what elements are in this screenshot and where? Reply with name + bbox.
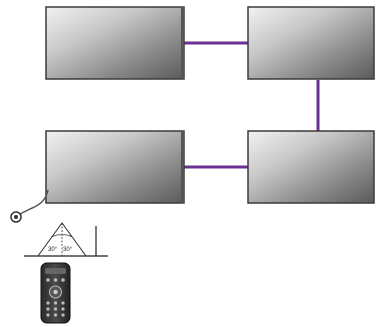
remote-control-icon	[40, 262, 71, 324]
display-panel-top-left	[45, 6, 185, 80]
ir-sensor-cable	[10, 189, 49, 223]
angle-label-right: 30°	[63, 247, 73, 253]
display-panel-bottom-left	[45, 130, 185, 204]
reception-angle-diagram: 30° 30°	[24, 222, 108, 257]
display-panel-bottom-right	[247, 130, 375, 204]
display-panel-top-right	[247, 6, 375, 80]
angle-label-left: 30°	[48, 247, 58, 253]
